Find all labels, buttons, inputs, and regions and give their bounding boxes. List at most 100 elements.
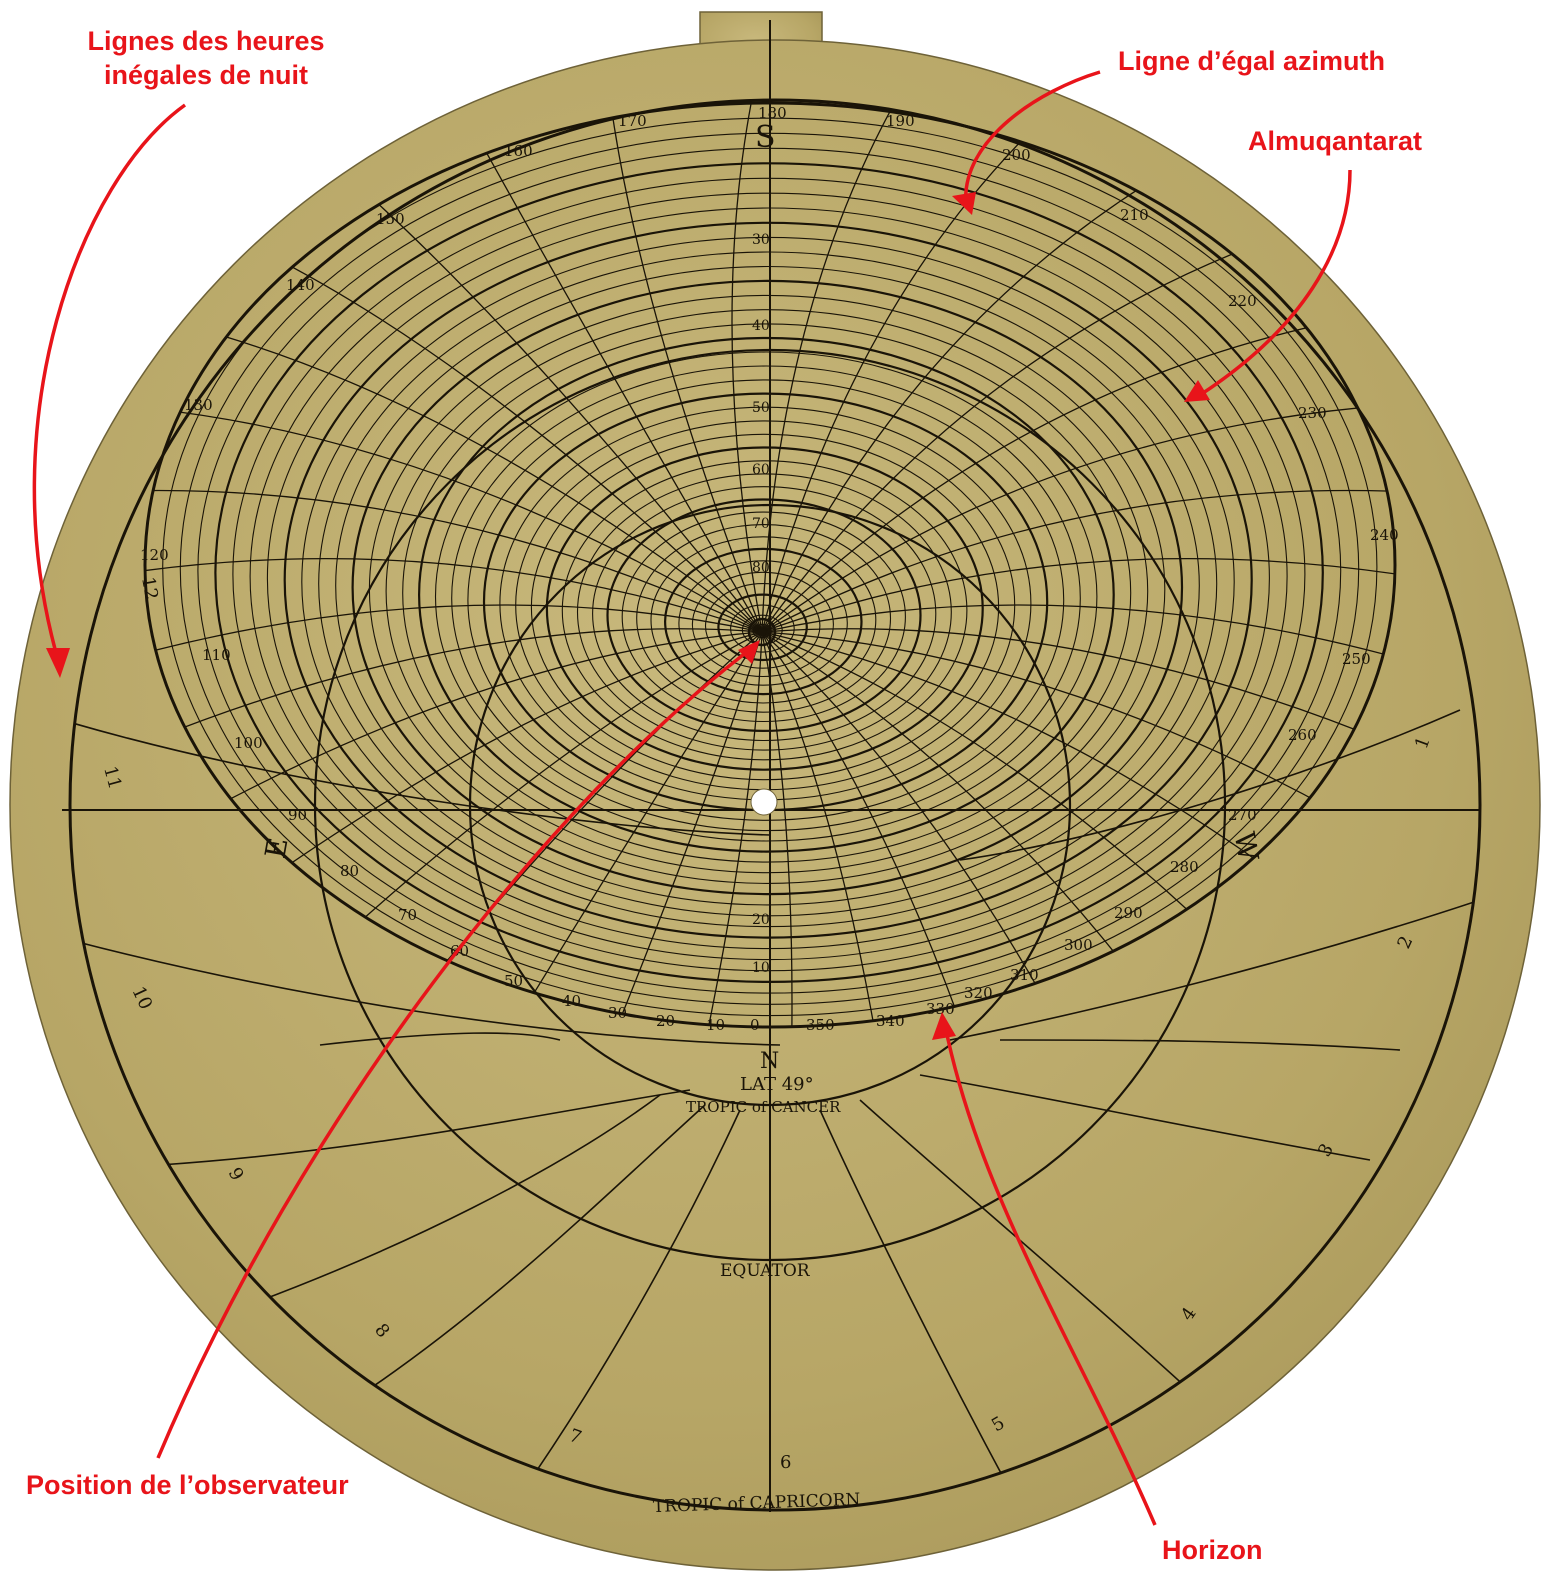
azimuth-label: 340 <box>876 1012 905 1030</box>
azimuth-line <box>761 631 1395 1027</box>
hour-line <box>959 709 1461 861</box>
azimuth-line <box>145 489 763 633</box>
annotation-azimuth: Ligne d’égal azimuth <box>1118 46 1386 76</box>
annotation-night-hours-line2: inégales de nuit <box>103 60 309 90</box>
almucantar <box>592 486 937 742</box>
almucantar <box>717 593 808 662</box>
hour-line <box>919 1074 1371 1161</box>
azimuth-line <box>311 631 763 1027</box>
azimuth-line <box>145 631 763 1027</box>
azimuth-line <box>761 400 1395 633</box>
west-label: W <box>1228 829 1266 863</box>
azimuth-line <box>761 103 1071 633</box>
azimuth-line <box>761 145 1213 633</box>
azimuth-label: 140 <box>286 276 315 294</box>
almuqantarat-arrow <box>1199 169 1352 397</box>
azimuth-label: 10 <box>706 1016 725 1034</box>
almucantar <box>451 365 1081 832</box>
altitude-label: 40 <box>752 318 770 334</box>
hour-line <box>70 939 781 1046</box>
zenith-dot <box>758 628 766 636</box>
hour-label: 12 <box>137 575 162 601</box>
almucantar <box>283 221 1253 939</box>
azimuth-label: 210 <box>1120 206 1149 224</box>
almucantar <box>162 117 1378 1017</box>
azimuth-line <box>761 631 1395 992</box>
azimuth-line <box>145 631 763 1027</box>
almucantar <box>368 294 1166 884</box>
azimuth-line <box>605 631 763 1027</box>
almucantar <box>214 162 1324 983</box>
almucantar <box>249 192 1288 961</box>
azimuth-label: 290 <box>1114 904 1143 922</box>
azimuth-label: 90 <box>288 806 307 824</box>
azimuth-label: 30 <box>608 1004 627 1022</box>
hour-line <box>159 1089 691 1166</box>
azimuth-line <box>761 103 919 633</box>
latitude-label: LAT 49° <box>740 1074 814 1095</box>
almucantar <box>232 177 1306 972</box>
almucantar <box>561 460 968 761</box>
azimuth-line <box>145 604 763 753</box>
azimuth-label: 80 <box>340 862 359 880</box>
azimuth-line <box>761 631 1342 1027</box>
almucantar <box>301 236 1235 928</box>
azimuth-label: 0 <box>750 1016 760 1034</box>
hour-line <box>70 719 771 836</box>
tropic-of-cancer-label: TROPIC of CANCER <box>686 1098 841 1116</box>
almucantar <box>621 511 906 723</box>
annotation-night-hours: Lignes des heures inégales de nuit <box>56 24 356 92</box>
azimuth-label: 270 <box>1228 806 1257 824</box>
azimuth-line <box>605 103 763 633</box>
almucantar <box>197 147 1342 994</box>
altitude-label: 80 <box>752 560 770 576</box>
almucantar <box>650 536 877 704</box>
hour-line <box>859 1099 1201 1401</box>
azimuth-line <box>145 400 763 633</box>
azimuth-label: 110 <box>202 646 231 664</box>
hour-line <box>519 1109 741 1496</box>
azimuth-label: 200 <box>1002 146 1031 164</box>
azimuth-label: 120 <box>140 546 169 564</box>
almucantar <box>530 433 1000 781</box>
almucantar-circles <box>162 117 1378 1017</box>
azimuth-label: 160 <box>504 142 533 160</box>
almucantar <box>663 547 863 696</box>
night-hours-arrowhead <box>46 648 70 678</box>
azimuth-line <box>145 631 763 992</box>
azimuth-line <box>761 558 1395 633</box>
center-hole <box>750 788 778 816</box>
almucantar <box>678 560 848 686</box>
azimuth-line <box>145 558 763 633</box>
azimuth-line <box>731 103 763 633</box>
annotation-horizon: Horizon <box>1162 1535 1263 1565</box>
almucantar <box>730 604 795 653</box>
tropic-of-capricorn-circle <box>68 98 1482 1512</box>
hour-line <box>319 1032 561 1046</box>
azimuth-label: 190 <box>886 112 915 130</box>
south-label: S <box>755 120 776 155</box>
hour-line <box>949 899 1480 1041</box>
azimuth-label: 330 <box>926 1000 955 1018</box>
azimuth-line <box>761 631 793 1027</box>
unequal-hour-lines <box>70 709 1480 1510</box>
hour-line <box>819 1109 1011 1491</box>
azimuth-line <box>761 631 1071 1027</box>
altitude-label: 10 <box>752 960 770 976</box>
observer-arrow <box>156 643 758 1459</box>
almucantar <box>545 446 984 771</box>
altitude-label: 70 <box>752 516 770 532</box>
azimuth-line <box>761 489 1395 633</box>
azimuth-label: 230 <box>1298 404 1327 422</box>
annotation-night-hours-line1: Lignes des heures <box>87 26 325 56</box>
almucantar <box>467 379 1065 821</box>
almucantar <box>402 323 1132 863</box>
annotation-arrowheads <box>46 192 1210 1040</box>
almucantar <box>576 473 952 751</box>
night-hours-arrow <box>32 103 187 661</box>
azimuth-label: 250 <box>1342 650 1371 668</box>
azimuth-label: 20 <box>656 1012 675 1030</box>
almucantar <box>385 309 1149 874</box>
azimuth-line <box>761 631 1395 1027</box>
